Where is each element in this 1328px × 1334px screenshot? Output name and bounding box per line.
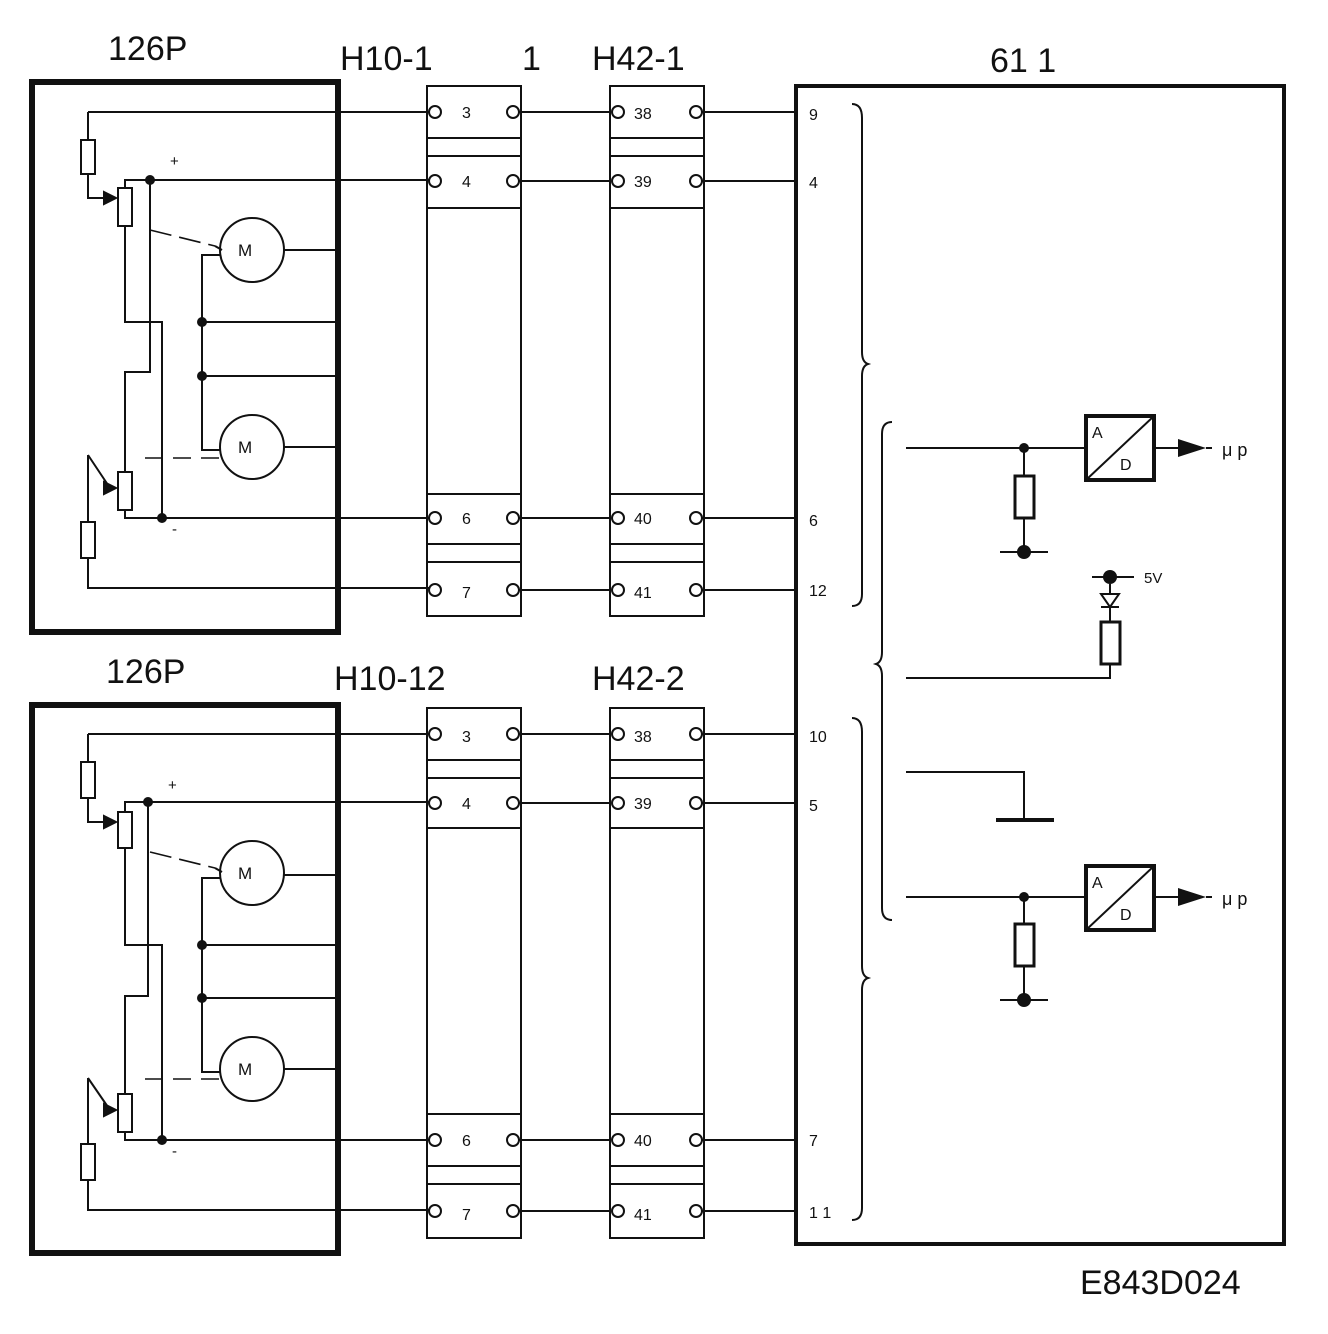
pin-label: 3	[462, 729, 471, 746]
pin-label: 6	[462, 511, 471, 528]
potentiometer-icon	[117, 187, 133, 227]
arrow-right-icon	[1178, 439, 1206, 457]
motor-2a-label: M	[238, 864, 252, 883]
pin-label: 4	[462, 174, 471, 191]
motor-2a-icon	[219, 840, 285, 906]
module-1-circuit: + M M -	[80, 111, 430, 589]
motor-1a-label: M	[238, 241, 252, 260]
adc-1-d: D	[1120, 457, 1132, 474]
adc-1-a: A	[1092, 425, 1103, 442]
module-1-box	[29, 79, 341, 635]
brace-icon	[851, 103, 872, 607]
resistor-icon	[80, 761, 96, 799]
controller-pin: 10	[809, 729, 827, 746]
adc-2-a: A	[1092, 875, 1103, 892]
pin-label: 39	[634, 796, 652, 813]
potentiometer-icon	[117, 811, 133, 849]
connector-h10-12: 3 4 6 7	[426, 707, 522, 1239]
adc-2-output-label: μ p	[1222, 889, 1247, 909]
arrow-right-icon	[1178, 888, 1206, 906]
controller-pin: 5	[809, 798, 818, 815]
module-2-circuit: + M M -	[80, 733, 430, 1211]
controller: 61 1 A D μ p 5V	[794, 42, 1286, 1246]
pin-label: 4	[462, 796, 471, 813]
pin-label: 39	[634, 174, 652, 191]
plus-sign: +	[170, 153, 179, 170]
controller-pin: 1 1	[809, 1205, 831, 1222]
controller-pin: 6	[809, 513, 818, 530]
module-1-label: 126P	[108, 30, 187, 68]
resistor-icon	[1099, 620, 1122, 666]
controller-box	[794, 84, 1286, 1246]
pin-label: 41	[634, 1207, 652, 1224]
pin-label: 7	[462, 585, 471, 602]
group-2: 126P H10-12 H42-2 + M	[29, 653, 831, 1256]
module-2-box	[29, 702, 341, 1256]
resistor-icon	[1013, 922, 1036, 968]
motor-2b-label: M	[238, 1060, 252, 1079]
pin-label: 40	[634, 1133, 652, 1150]
pin-label: 38	[634, 106, 652, 123]
controller-pin: 7	[809, 1133, 818, 1150]
figure-id: E843D024	[1080, 1264, 1241, 1302]
potentiometer-icon	[117, 1093, 133, 1133]
connector-h10-1: 3 4 6 7	[426, 85, 522, 617]
connector-h10-12-label: H10-12	[334, 660, 446, 698]
pin-label: 38	[634, 729, 652, 746]
resistor-icon	[1013, 474, 1036, 520]
plus-sign: +	[168, 777, 177, 794]
adc-2-d: D	[1120, 907, 1132, 924]
controller-title: 61 1	[990, 42, 1056, 80]
controller-pin: 9	[809, 107, 818, 124]
controller-pin: 12	[809, 583, 827, 600]
diode-icon	[1099, 593, 1121, 609]
resistor-icon	[80, 1143, 96, 1181]
connector-h42-1-label: H42-1	[592, 40, 685, 78]
minus-sign: -	[172, 1143, 177, 1160]
pin-label: 6	[462, 1133, 471, 1150]
brace-icon	[851, 717, 872, 1221]
connector-h10-1-label: H10-1	[340, 40, 433, 78]
pin-label: 41	[634, 585, 652, 602]
connector-h10-1-suffix: 1	[522, 40, 541, 78]
potentiometer-icon	[117, 471, 133, 511]
connector-h42-2-label: H42-2	[592, 660, 685, 698]
supply-label: 5V	[1144, 570, 1162, 587]
minus-sign: -	[172, 521, 177, 538]
brace-icon	[872, 421, 893, 921]
adc-1-output-label: μ p	[1222, 440, 1247, 460]
pin-label: 3	[462, 105, 471, 122]
connector-h42-1: 38 39 40 41	[609, 85, 705, 617]
motor-1b-label: M	[238, 438, 252, 457]
group-1: 126P H10-1 1 H42-1 + M	[29, 30, 827, 635]
resistor-icon	[80, 521, 96, 559]
module-2-label: 126P	[106, 653, 185, 691]
pin-label: 7	[462, 1207, 471, 1224]
resistor-icon	[80, 139, 96, 175]
connector-h42-2: 38 39 40 41	[609, 707, 705, 1239]
controller-pin: 4	[809, 175, 818, 192]
pin-label: 40	[634, 511, 652, 528]
